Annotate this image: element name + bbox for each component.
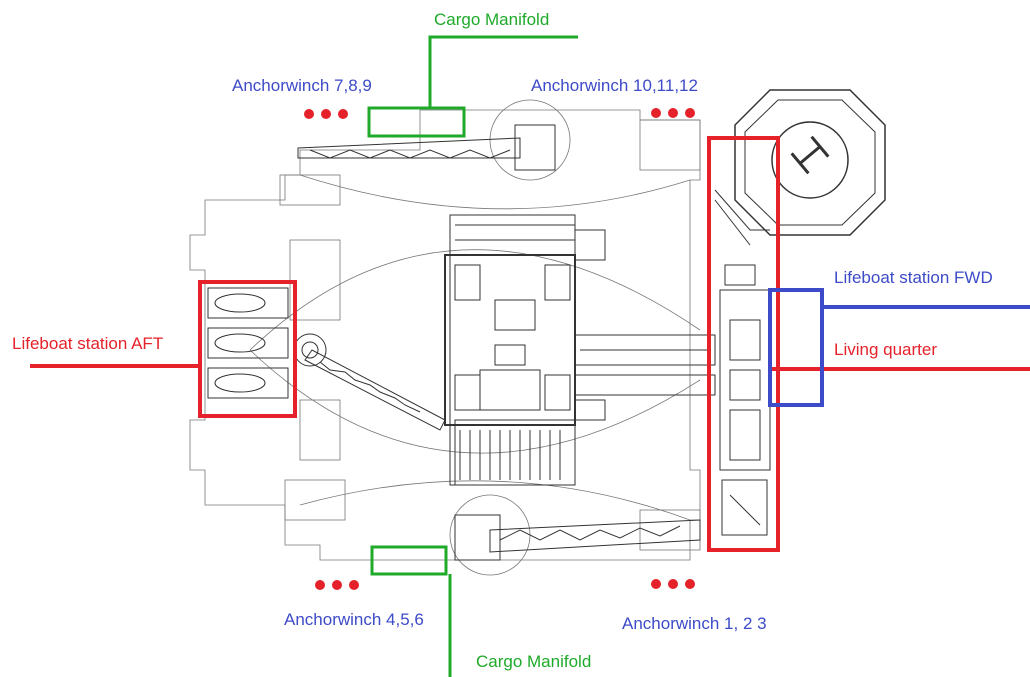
red-dot-marker	[315, 580, 325, 590]
lifeboat-station-fwd-marker	[768, 288, 1030, 407]
living-quarter-drawing	[714, 189, 771, 536]
lifeboat-station-fwd-label: Lifeboat station FWD	[834, 268, 993, 287]
red-dot-marker	[668, 108, 678, 118]
red-dot-marker	[349, 580, 359, 590]
red-dot-marker	[321, 109, 331, 119]
anchorwinch-789-label: Anchorwinch 7,8,9	[232, 76, 372, 95]
living-quarter-label: Living quarter	[834, 340, 938, 359]
walkway-corridor	[574, 334, 716, 396]
anchorwinch-101112-label: Anchorwinch 10,11,12	[531, 76, 698, 95]
red-dot-marker	[338, 109, 348, 119]
red-dot-marker	[685, 579, 695, 589]
lifeboat-station-aft-label: Lifeboat station AFT	[12, 334, 164, 353]
red-dot-marker	[685, 108, 695, 118]
cargo-manifold-top-marker	[367, 35, 578, 138]
red-dot-marker	[668, 579, 678, 589]
red-dot-marker	[651, 108, 661, 118]
red-dot-marker	[332, 580, 342, 590]
boom-diagonal	[304, 349, 446, 431]
lifeboats-aft-drawing	[207, 287, 327, 399]
anchorwinch-123-label: Anchorwinch 1, 2 3	[622, 614, 767, 633]
anchorwinch-456-label: Anchorwinch 4,5,6	[284, 610, 424, 629]
helideck-icon	[734, 89, 886, 236]
living-quarter-marker	[707, 136, 1030, 552]
winch-markers-top-right	[651, 108, 695, 118]
red-dot-marker	[651, 579, 661, 589]
crane-boom-top	[297, 124, 556, 171]
cargo-manifold-bottom-label: Cargo Manifold	[476, 652, 592, 671]
winch-markers-bottom-left	[315, 580, 359, 590]
cargo-manifold-bottom-marker	[370, 545, 452, 677]
lifeboat-station-aft-marker	[30, 280, 297, 418]
winch-markers-top-left	[304, 109, 348, 119]
winch-markers-bottom-right	[651, 579, 695, 589]
cargo-manifold-top-label: Cargo Manifold	[434, 10, 550, 29]
deck-outline-drawing	[189, 99, 701, 576]
red-dot-marker	[304, 109, 314, 119]
crane-boom-bottom	[454, 514, 701, 561]
